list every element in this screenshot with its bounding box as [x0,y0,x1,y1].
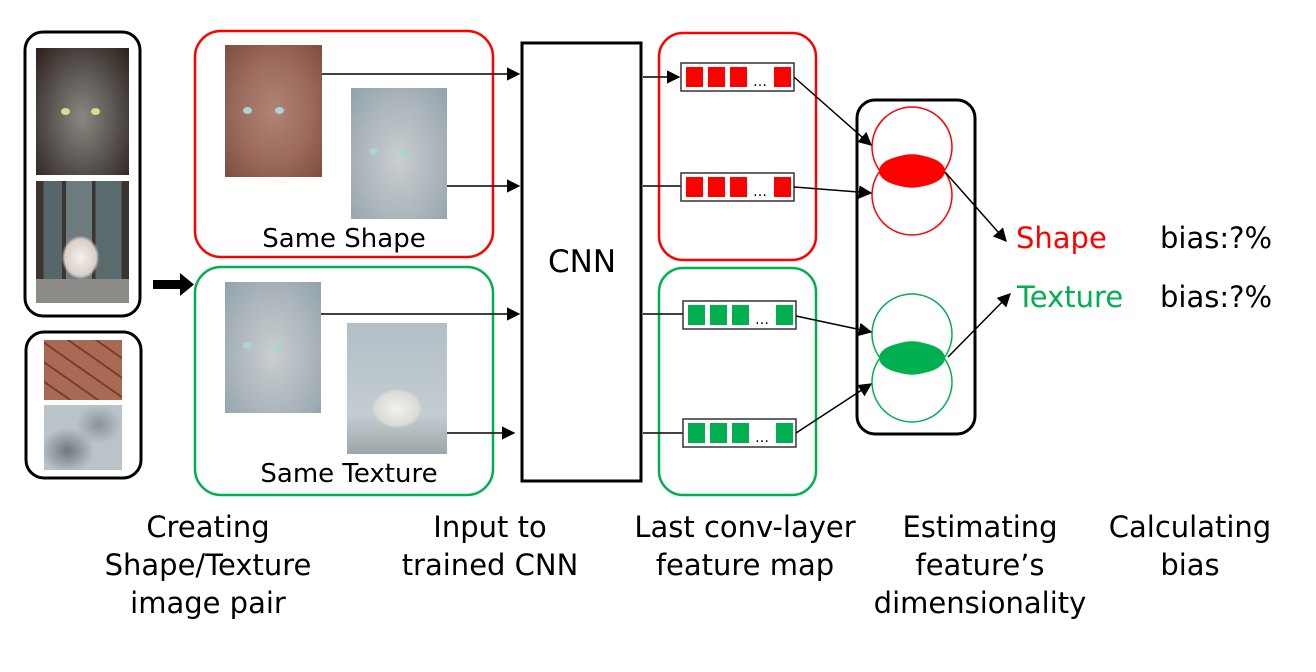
feature-ellipsis: … [755,430,769,446]
texture-marble-photo [44,405,122,470]
texture-feature-vector: … [682,418,797,448]
shape-overlap-region [879,155,945,187]
feature-cell [686,67,703,87]
caption-line: feature’s [915,548,1045,582]
feature-cell [776,423,793,443]
texture-images-box [24,330,143,480]
feature-cell [732,423,749,443]
caption-line: Creating [146,510,270,544]
texture-dog-marble-photo [347,323,447,454]
feature-cell [730,177,747,197]
feature-ellipsis: … [755,312,769,328]
caption-line: bias [1160,548,1220,582]
shape-feature-vector: … [680,62,795,92]
shape-feature-vector: … [680,172,795,202]
texture-overlap-region [879,342,945,374]
caption-input-cnn: Input to trained CNN [380,508,600,584]
feature-cell [708,177,725,197]
texture-crack-photo [44,340,122,400]
feature-cell [776,305,793,325]
cat-eye-icon [399,150,408,157]
texture-output-bias: bias:?% [1160,280,1272,314]
same-shape-group-box [193,29,495,259]
same-texture-label: Same Texture [260,459,437,489]
feature-cell [774,177,791,197]
caption-line: Calculating [1108,510,1272,544]
caption-line: Shape/Texture [104,548,312,582]
cat-eye-icon [273,344,282,351]
feature-cell [710,423,727,443]
pair-creation-arrow-icon [153,273,194,296]
shape-feature-group-box [657,31,818,262]
caption-line: Input to [433,510,547,544]
vector-to-circle-arrow [795,383,873,434]
caption-calculating-bias: Calculating bias [1090,508,1290,584]
feature-cell [708,67,725,87]
shape-output-bias: bias:?% [1160,221,1272,255]
caption-creating-pair: Creating Shape/Texture image pair [78,508,338,622]
cat-eye-icon [369,148,378,155]
texture-output-name: Texture [1016,280,1123,314]
caption-line: trained CNN [401,548,579,582]
caption-dimensionality: Estimating feature’s dimensionality [860,508,1100,622]
caption-feature-map: Last conv-layer feature map [615,508,875,584]
vector-to-circle-arrow [793,76,873,146]
same-texture-group-box [193,265,495,497]
caption-line: feature map [655,548,835,582]
feature-ellipsis: … [753,74,767,90]
feature-cell [732,305,749,325]
texture-cat-marble-photo [225,282,321,413]
cnn-label: CNN [548,244,616,280]
source-cat-photo [36,48,129,175]
shape-bias-arrow [944,171,1007,243]
cat-eye-icon [91,108,100,115]
caption-line: dimensionality [873,586,1087,620]
cat-eye-icon [243,107,252,114]
feature-cell [774,67,791,87]
feature-cell [688,423,705,443]
texture-bias-arrow [947,293,1011,358]
cat-eye-icon [243,342,252,349]
caption-line: image pair [130,586,286,620]
same-shape-label: Same Shape [262,224,425,254]
shape-output-name: Shape [1016,221,1107,255]
source-images-box [23,30,142,318]
caption-line: Estimating [902,510,1058,544]
shape-cat-crack-photo [225,45,322,177]
feature-cell [730,67,747,87]
cnn-block [520,41,643,483]
caption-line: Last conv-layer [634,510,856,544]
cat-eye-icon [61,108,70,115]
feature-ellipsis: … [753,184,767,200]
texture-feature-vector: … [682,300,797,330]
texture-feature-group-box [657,266,818,497]
shape-cat-marble-photo [351,88,447,219]
dimensionality-box [855,98,977,436]
vector-to-circle-arrow [795,315,873,337]
source-dog-photo [36,181,129,303]
vector-to-circle-arrow [793,185,873,199]
feature-cell [686,177,703,197]
feature-cell [710,305,727,325]
cat-eye-icon [275,107,284,114]
feature-cell [688,305,705,325]
